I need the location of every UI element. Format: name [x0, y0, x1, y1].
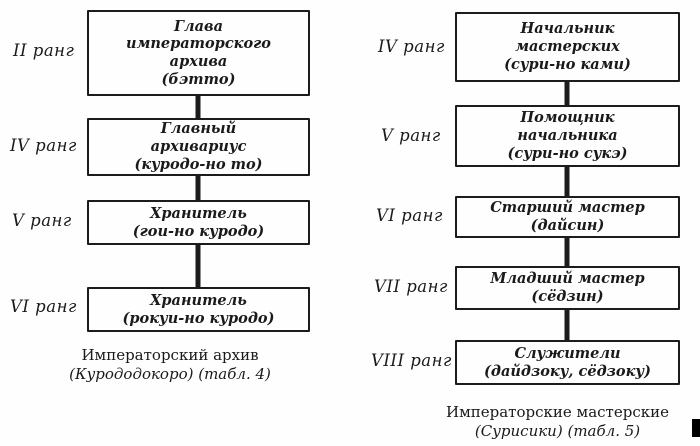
- caption-title: Императорские мастерские: [446, 403, 669, 421]
- org-box: Помощник начальника (сури-но сукэ): [455, 105, 680, 167]
- rank-label: II ранг: [13, 41, 75, 60]
- box-text-line: Служители: [514, 344, 621, 362]
- connector-line: [195, 175, 201, 201]
- caption-title: Императорский архив: [81, 346, 259, 364]
- box-text-line: (бэтто): [161, 70, 236, 88]
- org-box: Глава императорского архива (бэтто): [87, 10, 310, 96]
- rank-label: VII ранг: [374, 277, 448, 296]
- box-text-line: императорского: [126, 35, 271, 53]
- caption-subtitle: (Сурисики) (табл. 5): [474, 422, 641, 441]
- rank-label: V ранг: [12, 211, 72, 230]
- chart-caption: Императорский архив (Курододокоро) (табл…: [20, 346, 320, 384]
- box-text-line: Помощник: [520, 109, 615, 127]
- box-text-line: (сёдзин): [531, 288, 604, 305]
- scan-artifact: [692, 419, 700, 437]
- box-text-line: мастерских: [515, 38, 620, 56]
- connector-line: [564, 237, 570, 267]
- org-box: Хранитель (гои-но куродо): [87, 200, 310, 245]
- box-text-line: архивариус: [150, 138, 247, 156]
- connector-line: [195, 244, 201, 288]
- rank-label: VI ранг: [10, 297, 77, 316]
- box-text-line: Старший мастер: [490, 199, 645, 217]
- org-box: Младший мастер (сёдзин): [455, 266, 680, 310]
- box-text-line: (рокуи-но куродо): [122, 309, 275, 327]
- box-text-line: Хранитель: [150, 204, 247, 222]
- rank-label: IV ранг: [10, 136, 77, 155]
- box-text-line: Младший мастер: [490, 270, 645, 288]
- caption-subtitle: (Курододокоро) (табл. 4): [69, 365, 271, 384]
- box-text-line: (гои-но куродо): [132, 222, 265, 240]
- org-box: Служители (дайдзоку, сёдзоку): [455, 340, 680, 385]
- connector-line: [564, 309, 570, 341]
- rank-label: VIII ранг: [371, 351, 452, 370]
- box-text-line: Хранитель: [150, 291, 247, 309]
- box-text-line: (сури-но ками): [504, 55, 631, 73]
- rank-label: IV ранг: [378, 37, 445, 56]
- box-text-line: начальника: [517, 127, 618, 145]
- box-text-line: архива: [169, 53, 228, 70]
- rank-label: V ранг: [381, 126, 441, 145]
- org-box: Старший мастер (дайсин): [455, 196, 680, 238]
- org-box: Главный архивариус (куродо-но то): [87, 118, 310, 176]
- box-text-line: (дайсин): [530, 217, 605, 234]
- box-text-line: Глава: [174, 17, 223, 35]
- chart-caption: Императорские мастерские (Сурисики) (таб…: [420, 403, 695, 441]
- connector-line: [564, 166, 570, 197]
- box-text-line: (сури-но сукэ): [507, 144, 628, 162]
- box-text-line: (куродо-но то): [134, 155, 263, 173]
- connector-line: [195, 96, 201, 119]
- org-box: Хранитель (рокуи-но куродо): [87, 287, 310, 332]
- org-box: Начальник мастерских (сури-но ками): [455, 12, 680, 82]
- box-text-line: (дайдзоку, сёдзоку): [484, 362, 651, 380]
- rank-label: VI ранг: [376, 206, 443, 225]
- box-text-line: Начальник: [520, 20, 615, 38]
- connector-line: [564, 81, 570, 106]
- box-text-line: Главный: [160, 120, 237, 138]
